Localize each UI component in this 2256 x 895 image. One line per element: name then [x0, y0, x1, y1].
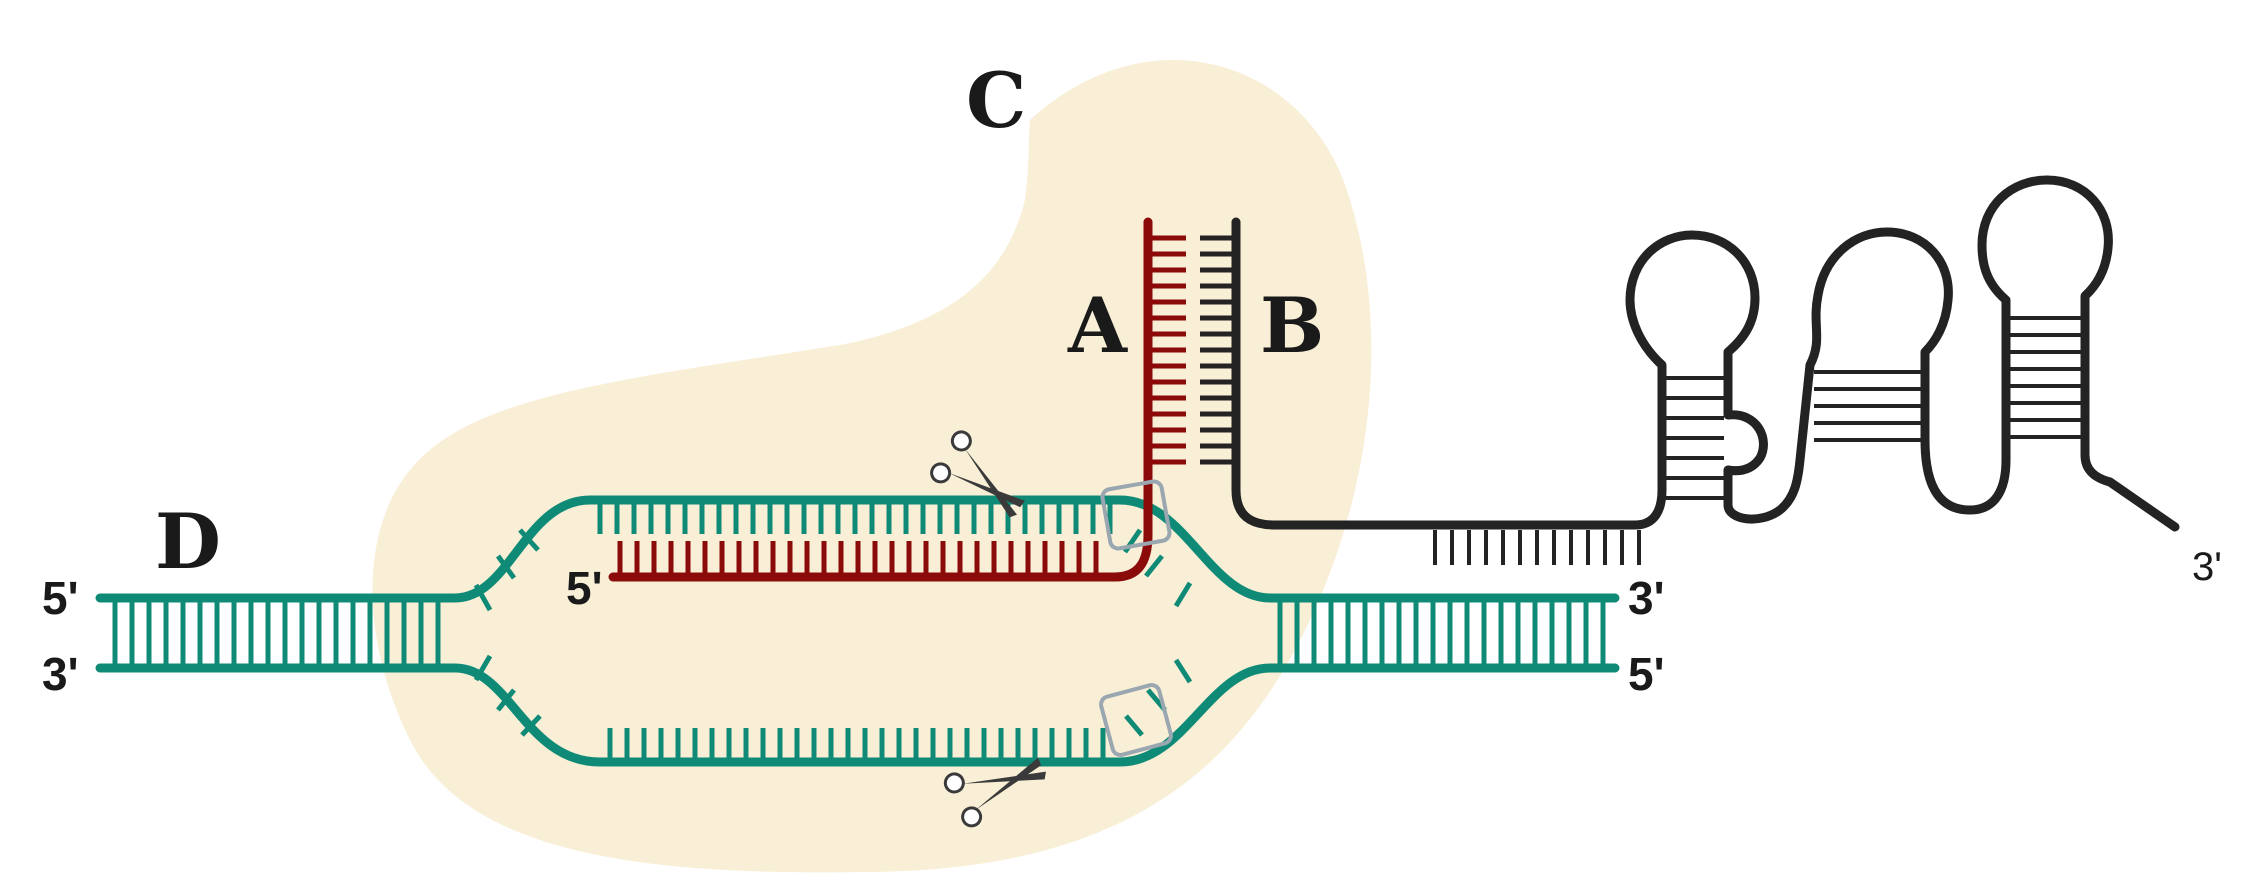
scissors-icon [930, 430, 1025, 518]
base [1173, 658, 1193, 684]
label-d: D [155, 497, 221, 586]
dna-top-strand [95, 495, 1620, 603]
base [1173, 581, 1193, 608]
nuclease-box-bottom [1099, 683, 1173, 757]
scaffold-rna-bases [1200, 235, 2081, 565]
end-label-top-left: 5' [42, 572, 79, 624]
end-label-bottom-right: 5' [1628, 648, 1665, 700]
end-label-bottom-left: 3' [42, 648, 79, 700]
scaffold-rna-strand [1231, 175, 2180, 532]
nuclease-box-top [1100, 479, 1172, 551]
base [1144, 554, 1164, 578]
guide-rna-strand [608, 217, 1153, 582]
end-label-guide-start: 5' [566, 562, 603, 614]
dna-bottom-strand [95, 663, 1620, 767]
base [1124, 714, 1144, 737]
label-b: B [1260, 281, 1324, 370]
scissors-icon [943, 757, 1046, 828]
cas9-protein-blob [372, 60, 1372, 873]
dna-base-pairs [112, 504, 1606, 758]
label-c: C [966, 56, 1027, 145]
end-label-rna-tail: 3' [2192, 545, 2222, 589]
guide-rna-bases [617, 235, 1186, 573]
end-label-top-right: 3' [1628, 572, 1665, 624]
label-a: A [1067, 281, 1128, 370]
